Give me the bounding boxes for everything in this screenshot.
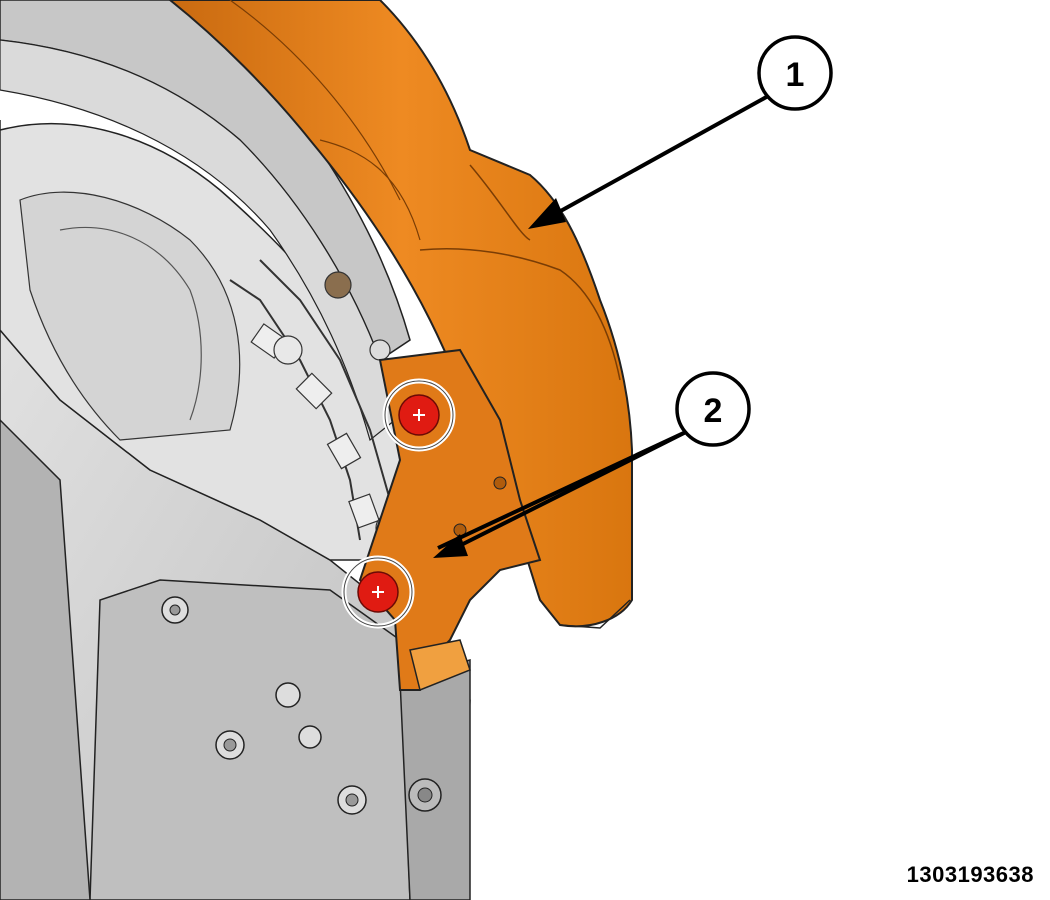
fastener-lower bbox=[341, 555, 415, 629]
callout-circle-1 bbox=[757, 35, 833, 111]
leader-line-2b bbox=[437, 428, 691, 550]
leader-line-1 bbox=[547, 93, 771, 220]
callout-circle-2 bbox=[675, 371, 751, 447]
figure-reference-number: 1303193638 bbox=[906, 862, 1034, 887]
callout-2: 2 bbox=[433, 371, 751, 558]
flare-mounting-bracket bbox=[358, 348, 542, 692]
callout-label-1: 1 bbox=[786, 56, 805, 94]
wheelhouse-structure bbox=[0, 0, 471, 900]
push-pin-fasteners bbox=[161, 596, 442, 815]
callout-label-2: 2 bbox=[704, 392, 723, 430]
wheel-flare-molding bbox=[168, 0, 633, 629]
fastener-upper bbox=[382, 378, 456, 452]
callout-1: 1 bbox=[528, 35, 833, 229]
arrowhead-1 bbox=[528, 198, 566, 229]
